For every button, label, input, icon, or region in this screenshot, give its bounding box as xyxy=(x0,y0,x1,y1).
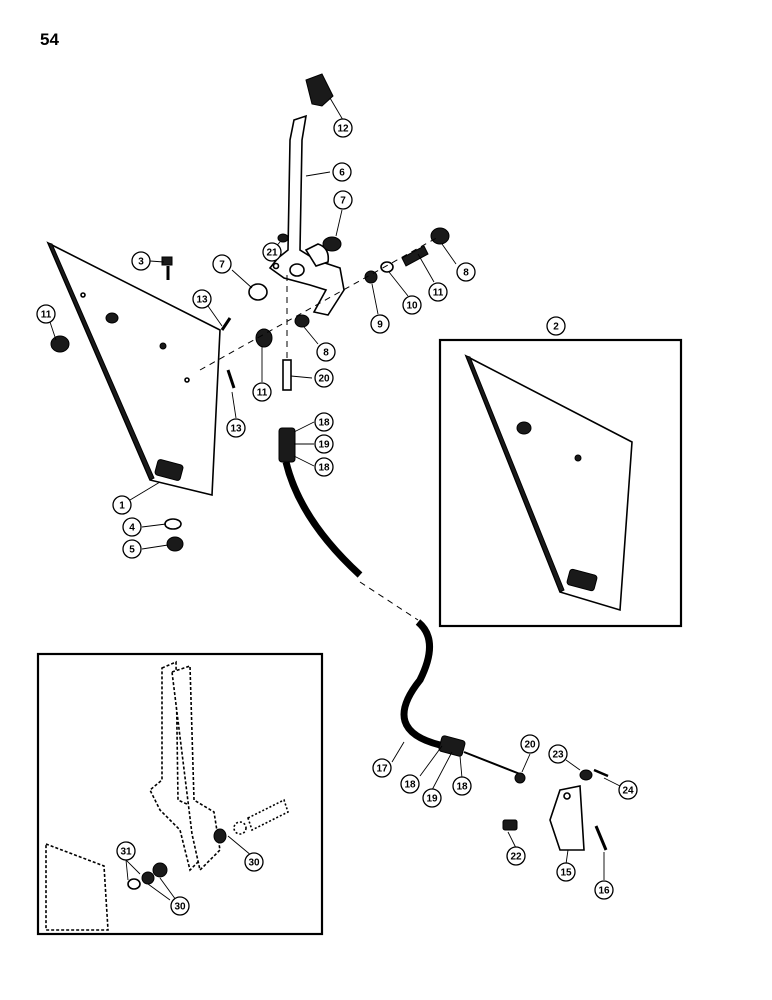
callout: 18 xyxy=(400,774,420,794)
svg-text:8: 8 xyxy=(323,348,329,359)
svg-text:6: 6 xyxy=(339,168,345,179)
svg-text:3: 3 xyxy=(138,257,144,268)
callout: 10 xyxy=(402,295,422,315)
inset-alternate-lever xyxy=(36,652,324,936)
svg-text:18: 18 xyxy=(318,418,330,429)
svg-text:4: 4 xyxy=(129,523,135,534)
callout: 13 xyxy=(192,289,212,309)
callout: 9 xyxy=(370,314,390,334)
svg-text:20: 20 xyxy=(318,374,330,385)
svg-text:18: 18 xyxy=(456,782,468,793)
callout: 30 xyxy=(244,852,264,872)
svg-text:2: 2 xyxy=(553,322,559,333)
callout: 21 xyxy=(262,242,282,262)
callouts: 12 6 7 21 7 3 13 11 11 8 9 10 11 8 2 20 … xyxy=(36,118,638,916)
callout: 8 xyxy=(316,342,336,362)
hardware-upper xyxy=(50,227,450,552)
callout: 2 xyxy=(546,316,566,336)
callout: 12 xyxy=(333,118,353,138)
svg-text:8: 8 xyxy=(463,268,469,279)
svg-text:13: 13 xyxy=(196,295,208,306)
svg-text:19: 19 xyxy=(318,440,330,451)
svg-text:17: 17 xyxy=(376,764,388,775)
callout: 22 xyxy=(506,846,526,866)
svg-text:11: 11 xyxy=(41,310,52,321)
callout: 3 xyxy=(131,251,151,271)
svg-text:31: 31 xyxy=(120,847,132,858)
page-number: 54 xyxy=(40,30,59,49)
callout: 23 xyxy=(548,744,568,764)
callout: 19 xyxy=(314,434,334,454)
callout: 1 xyxy=(112,495,132,515)
svg-text:15: 15 xyxy=(560,868,572,879)
svg-text:1: 1 xyxy=(119,501,125,512)
callout: 7 xyxy=(212,254,232,274)
svg-text:7: 7 xyxy=(340,196,346,207)
svg-text:23: 23 xyxy=(552,750,564,761)
lever-knob xyxy=(305,73,334,107)
svg-text:11: 11 xyxy=(433,288,444,299)
callout: 15 xyxy=(556,862,576,882)
callout: 18 xyxy=(452,776,472,796)
hand-lever xyxy=(268,114,345,316)
svg-text:24: 24 xyxy=(622,786,634,797)
callout: 19 xyxy=(422,788,442,808)
callout: 11 xyxy=(428,282,448,302)
svg-text:10: 10 xyxy=(406,301,418,312)
callout: 7 xyxy=(333,190,353,210)
callout: 24 xyxy=(618,780,638,800)
svg-text:9: 9 xyxy=(377,320,383,331)
callout: 20 xyxy=(520,734,540,754)
callout: 13 xyxy=(226,418,246,438)
inset-alternate-plate xyxy=(438,338,683,628)
callout: 5 xyxy=(122,539,142,559)
callout: 4 xyxy=(122,517,142,537)
svg-text:20: 20 xyxy=(524,740,536,751)
svg-text:13: 13 xyxy=(230,424,242,435)
svg-text:30: 30 xyxy=(174,902,186,913)
svg-text:12: 12 xyxy=(337,124,349,135)
svg-text:18: 18 xyxy=(404,780,416,791)
svg-text:5: 5 xyxy=(129,545,135,556)
mounting-plate xyxy=(46,241,221,497)
control-cable-upper xyxy=(278,359,363,578)
svg-text:16: 16 xyxy=(598,886,610,897)
callout: 30 xyxy=(170,896,190,916)
callout: 20 xyxy=(314,368,334,388)
control-cable-lower xyxy=(400,619,609,851)
svg-text:7: 7 xyxy=(219,260,225,271)
callout: 18 xyxy=(314,412,334,432)
callout: 31 xyxy=(116,841,136,861)
svg-text:19: 19 xyxy=(426,794,438,805)
leader-lines xyxy=(49,97,621,901)
svg-text:21: 21 xyxy=(266,248,278,259)
callout: 16 xyxy=(594,880,614,900)
svg-text:18: 18 xyxy=(318,463,330,474)
callout: 11 xyxy=(36,304,56,324)
svg-text:11: 11 xyxy=(257,388,268,399)
callout: 17 xyxy=(372,758,392,778)
callout: 8 xyxy=(456,262,476,282)
callout: 6 xyxy=(332,162,352,182)
svg-text:30: 30 xyxy=(248,858,260,869)
callout: 18 xyxy=(314,457,334,477)
callout: 11 xyxy=(252,382,272,402)
alignment-lines xyxy=(199,235,441,621)
svg-text:22: 22 xyxy=(510,852,522,863)
